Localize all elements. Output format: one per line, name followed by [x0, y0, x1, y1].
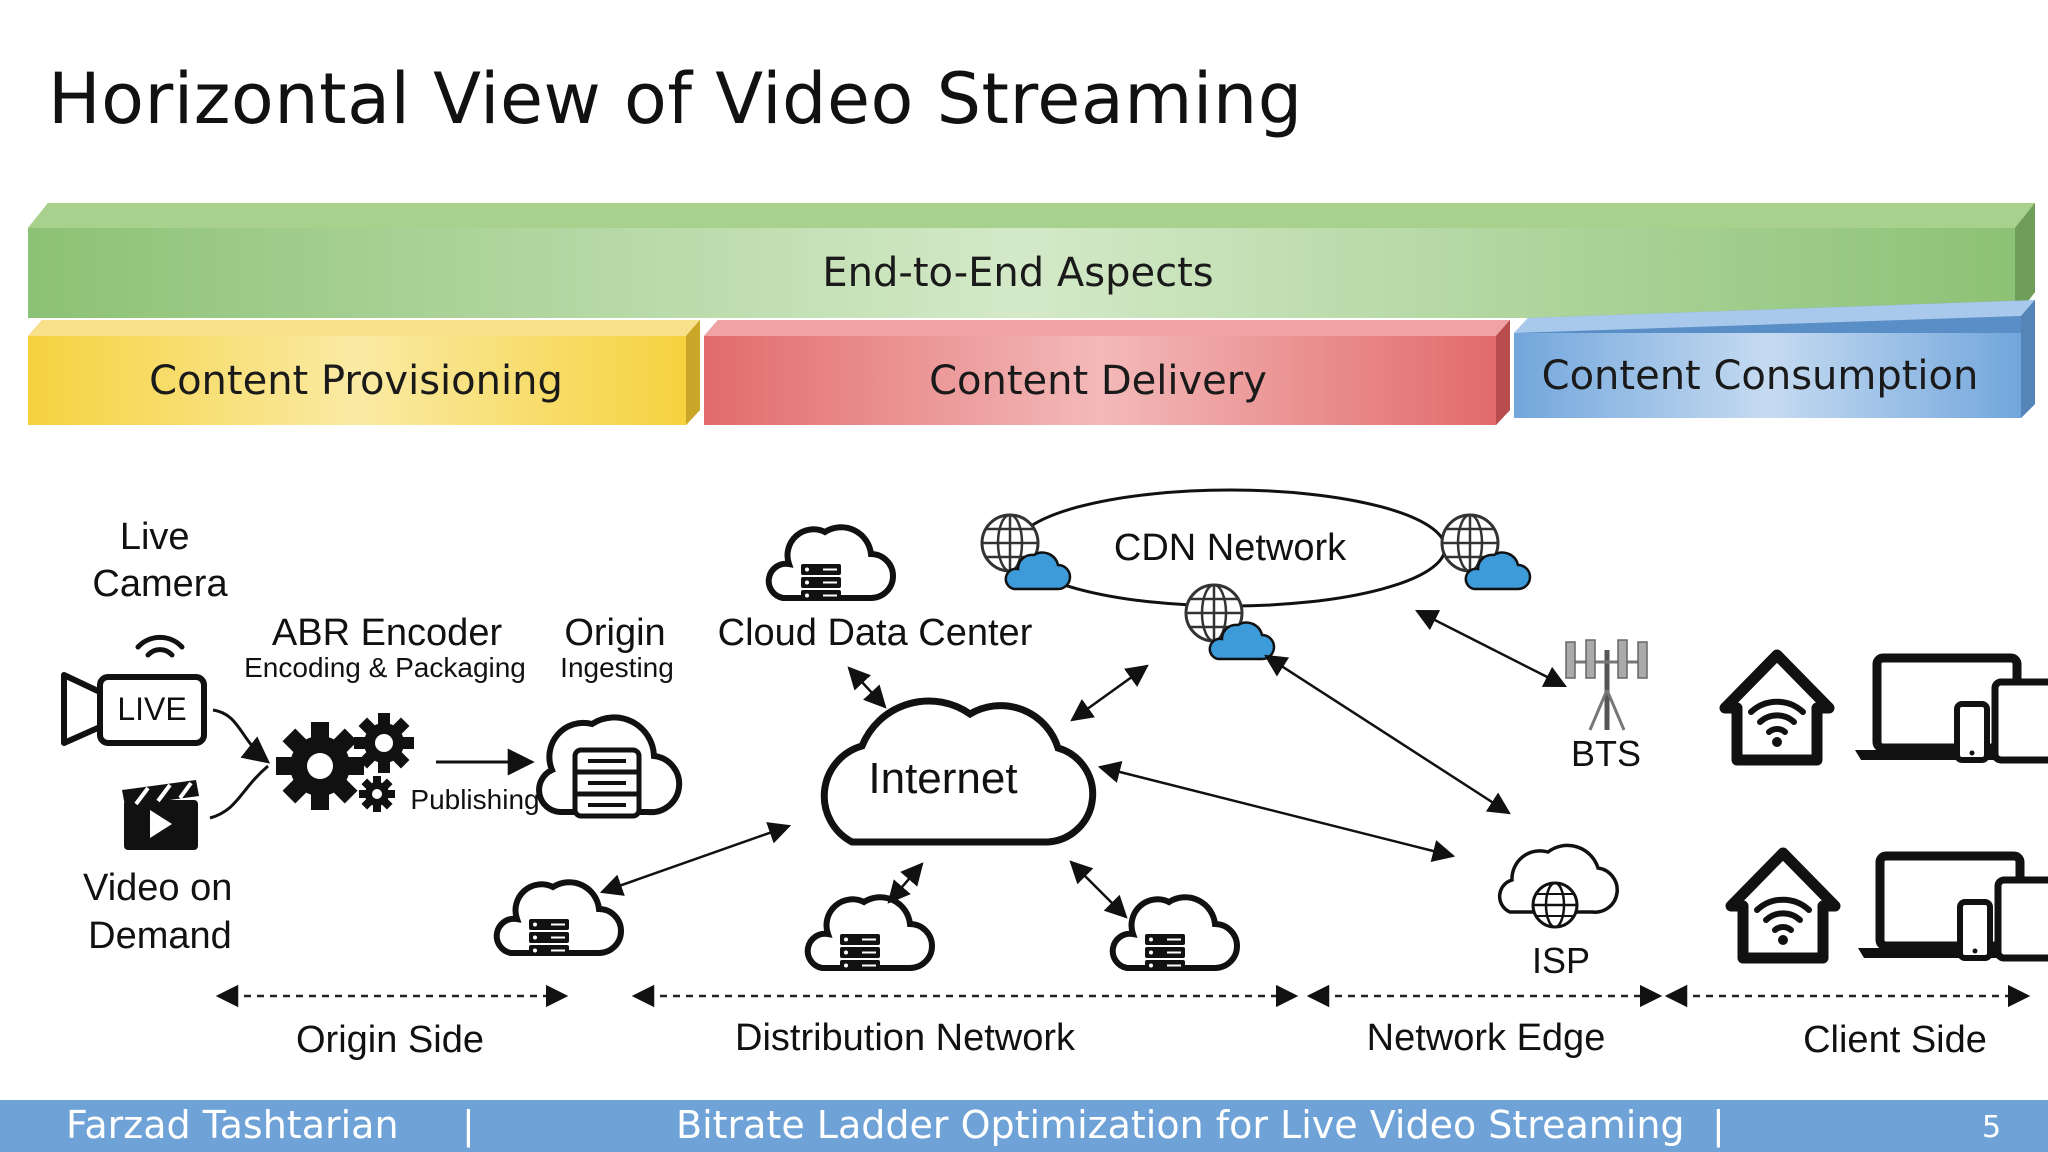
page-number: 5: [1982, 1110, 2002, 1145]
band-label-delivery: Content Delivery: [929, 358, 1267, 404]
footer-author: Farzad Tashtarian: [66, 1103, 399, 1147]
globe-cloud-cdn-left-icon: [980, 513, 1072, 591]
label-distribution-network: Distribution Network: [735, 1017, 1076, 1059]
footer-separator-2: |: [1712, 1103, 1725, 1147]
label-live-camera: Live Camera: [92, 516, 228, 605]
abr-title: ABR Encoder: [272, 612, 503, 654]
label-vod: Video on Demand: [83, 867, 243, 957]
band-consumption: Content Consumption: [1514, 300, 2035, 418]
origin-server-cloud-icon: [536, 714, 683, 819]
band-label-end-to-end: End-to-End Aspects: [822, 250, 1213, 296]
devices-icon: [1855, 658, 2048, 760]
slide-title: Horizontal View of Video Streaming: [48, 58, 1303, 140]
globe-cloud-cdn-right-icon: [1440, 513, 1532, 591]
devices-2-icon: [1858, 856, 2048, 958]
globe-cloud-cdn-bottom-icon: [1184, 583, 1276, 661]
smart-home-2-icon: [1731, 853, 1835, 958]
isp-cloud-icon: [1497, 843, 1619, 929]
band-delivery: Content Delivery: [704, 320, 1510, 425]
band-end-to-end: End-to-End Aspects: [28, 203, 2035, 318]
server-cloud-origin-edge-icon: [497, 882, 621, 956]
live-badge: LIVE: [117, 691, 186, 727]
label-isp: ISP: [1532, 940, 1590, 981]
label-internet: Internet: [868, 754, 1017, 803]
server-cloud-distribution-1-icon: [808, 897, 932, 971]
gears-icon: [276, 713, 414, 812]
label-client-side: Client Side: [1803, 1019, 1987, 1061]
label-vod-line1: Video on: [83, 867, 232, 909]
band-label-consumption: Content Consumption: [1542, 353, 1979, 399]
camera-live-icon: LIVE: [61, 634, 207, 746]
network-links: [599, 609, 1568, 919]
label-vod-line2: Demand: [88, 915, 232, 957]
label-cdn: CDN Network: [1114, 527, 1347, 569]
origin-subtitle: Ingesting: [560, 652, 674, 683]
smart-home-icon: [1725, 655, 1829, 760]
flow-vod-to-encoder: [209, 764, 269, 820]
label-cloud-data-center: Cloud Data Center: [718, 612, 1033, 654]
footer-separator-1: |: [462, 1103, 475, 1147]
label-bts: BTS: [1571, 733, 1641, 774]
label-live-camera-line2: Camera: [92, 563, 228, 605]
flow-camera-to-encoder: [212, 708, 271, 764]
cloud-data-center-icon: [769, 527, 893, 601]
label-network-edge: Network Edge: [1367, 1017, 1606, 1059]
server-cloud-distribution-2-icon: [1113, 897, 1237, 971]
clapperboard-icon: [122, 780, 199, 850]
band-label-provisioning: Content Provisioning: [149, 358, 563, 404]
footer-bar: Farzad Tashtarian | Bitrate Ladder Optim…: [0, 1100, 2048, 1152]
label-publishing: Publishing: [410, 784, 539, 815]
abr-subtitle: Encoding & Packaging: [244, 652, 526, 683]
internet-cloud: Internet: [820, 697, 1097, 846]
label-live-camera-line1: Live: [120, 516, 190, 558]
footer-talk-title: Bitrate Ladder Optimization for Live Vid…: [676, 1103, 1685, 1147]
label-origin-side: Origin Side: [296, 1019, 484, 1061]
cell-tower-icon: [1565, 639, 1648, 731]
band-provisioning: Content Provisioning: [28, 320, 700, 425]
origin-title: Origin: [564, 612, 665, 654]
